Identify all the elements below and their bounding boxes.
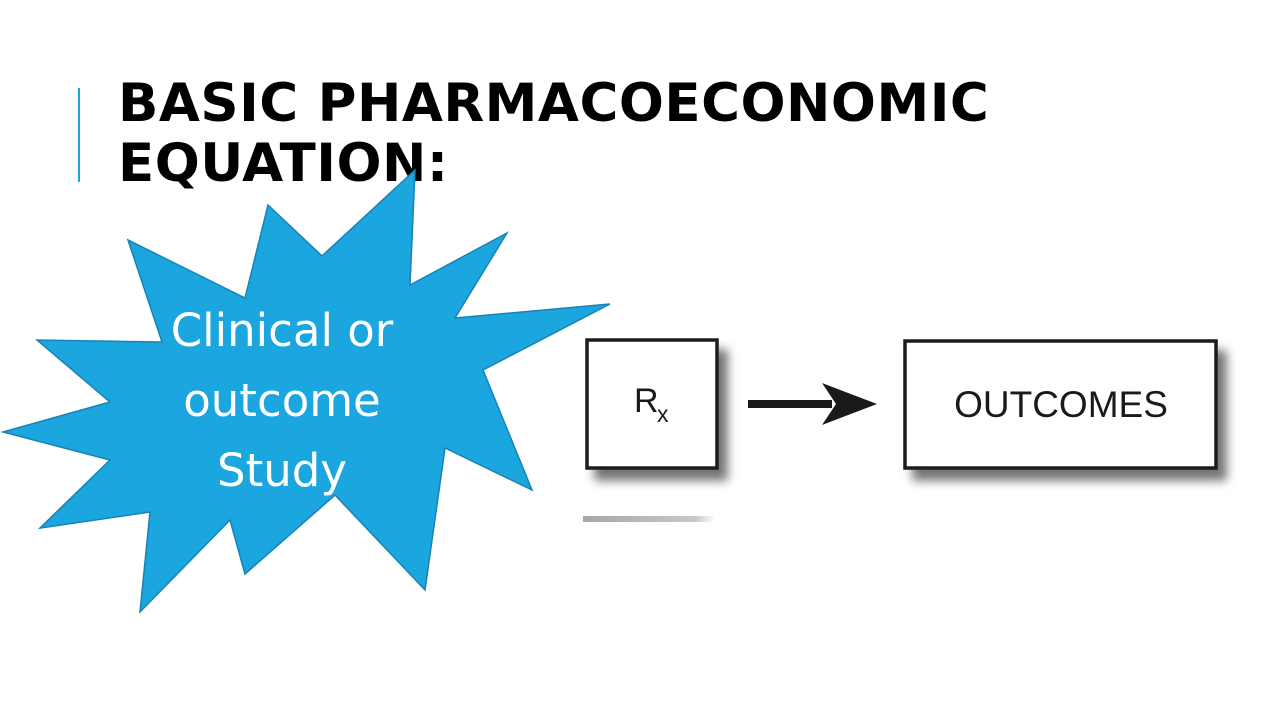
outcomes-box-frame [903,339,1218,470]
outcomes-box-label: OUTCOMES [954,384,1168,425]
starburst-label-line-3: Study [217,444,347,497]
rx-box: R x [585,338,719,470]
starburst-shape [0,168,611,615]
starburst-label: Clinical or outcome Study [140,296,424,506]
outcomes-box: OUTCOMES [903,339,1218,470]
starburst-label-line-1: Clinical or [170,304,394,357]
shadow-artifact-line [583,516,715,522]
rx-box-label-main: R [634,382,659,420]
arrow-right-icon [748,383,877,425]
rx-box-label-sub: x [657,401,669,427]
starburst-label-line-2: outcome [183,374,381,427]
title-line-1: BASIC PHARMACOECONOMIC [118,73,990,134]
slide-title: BASIC PHARMACOECONOMIC EQUATION: [118,74,1118,194]
title-accent-bar [78,88,80,182]
rx-box-frame [585,338,719,470]
title-line-2: EQUATION: [118,133,449,194]
